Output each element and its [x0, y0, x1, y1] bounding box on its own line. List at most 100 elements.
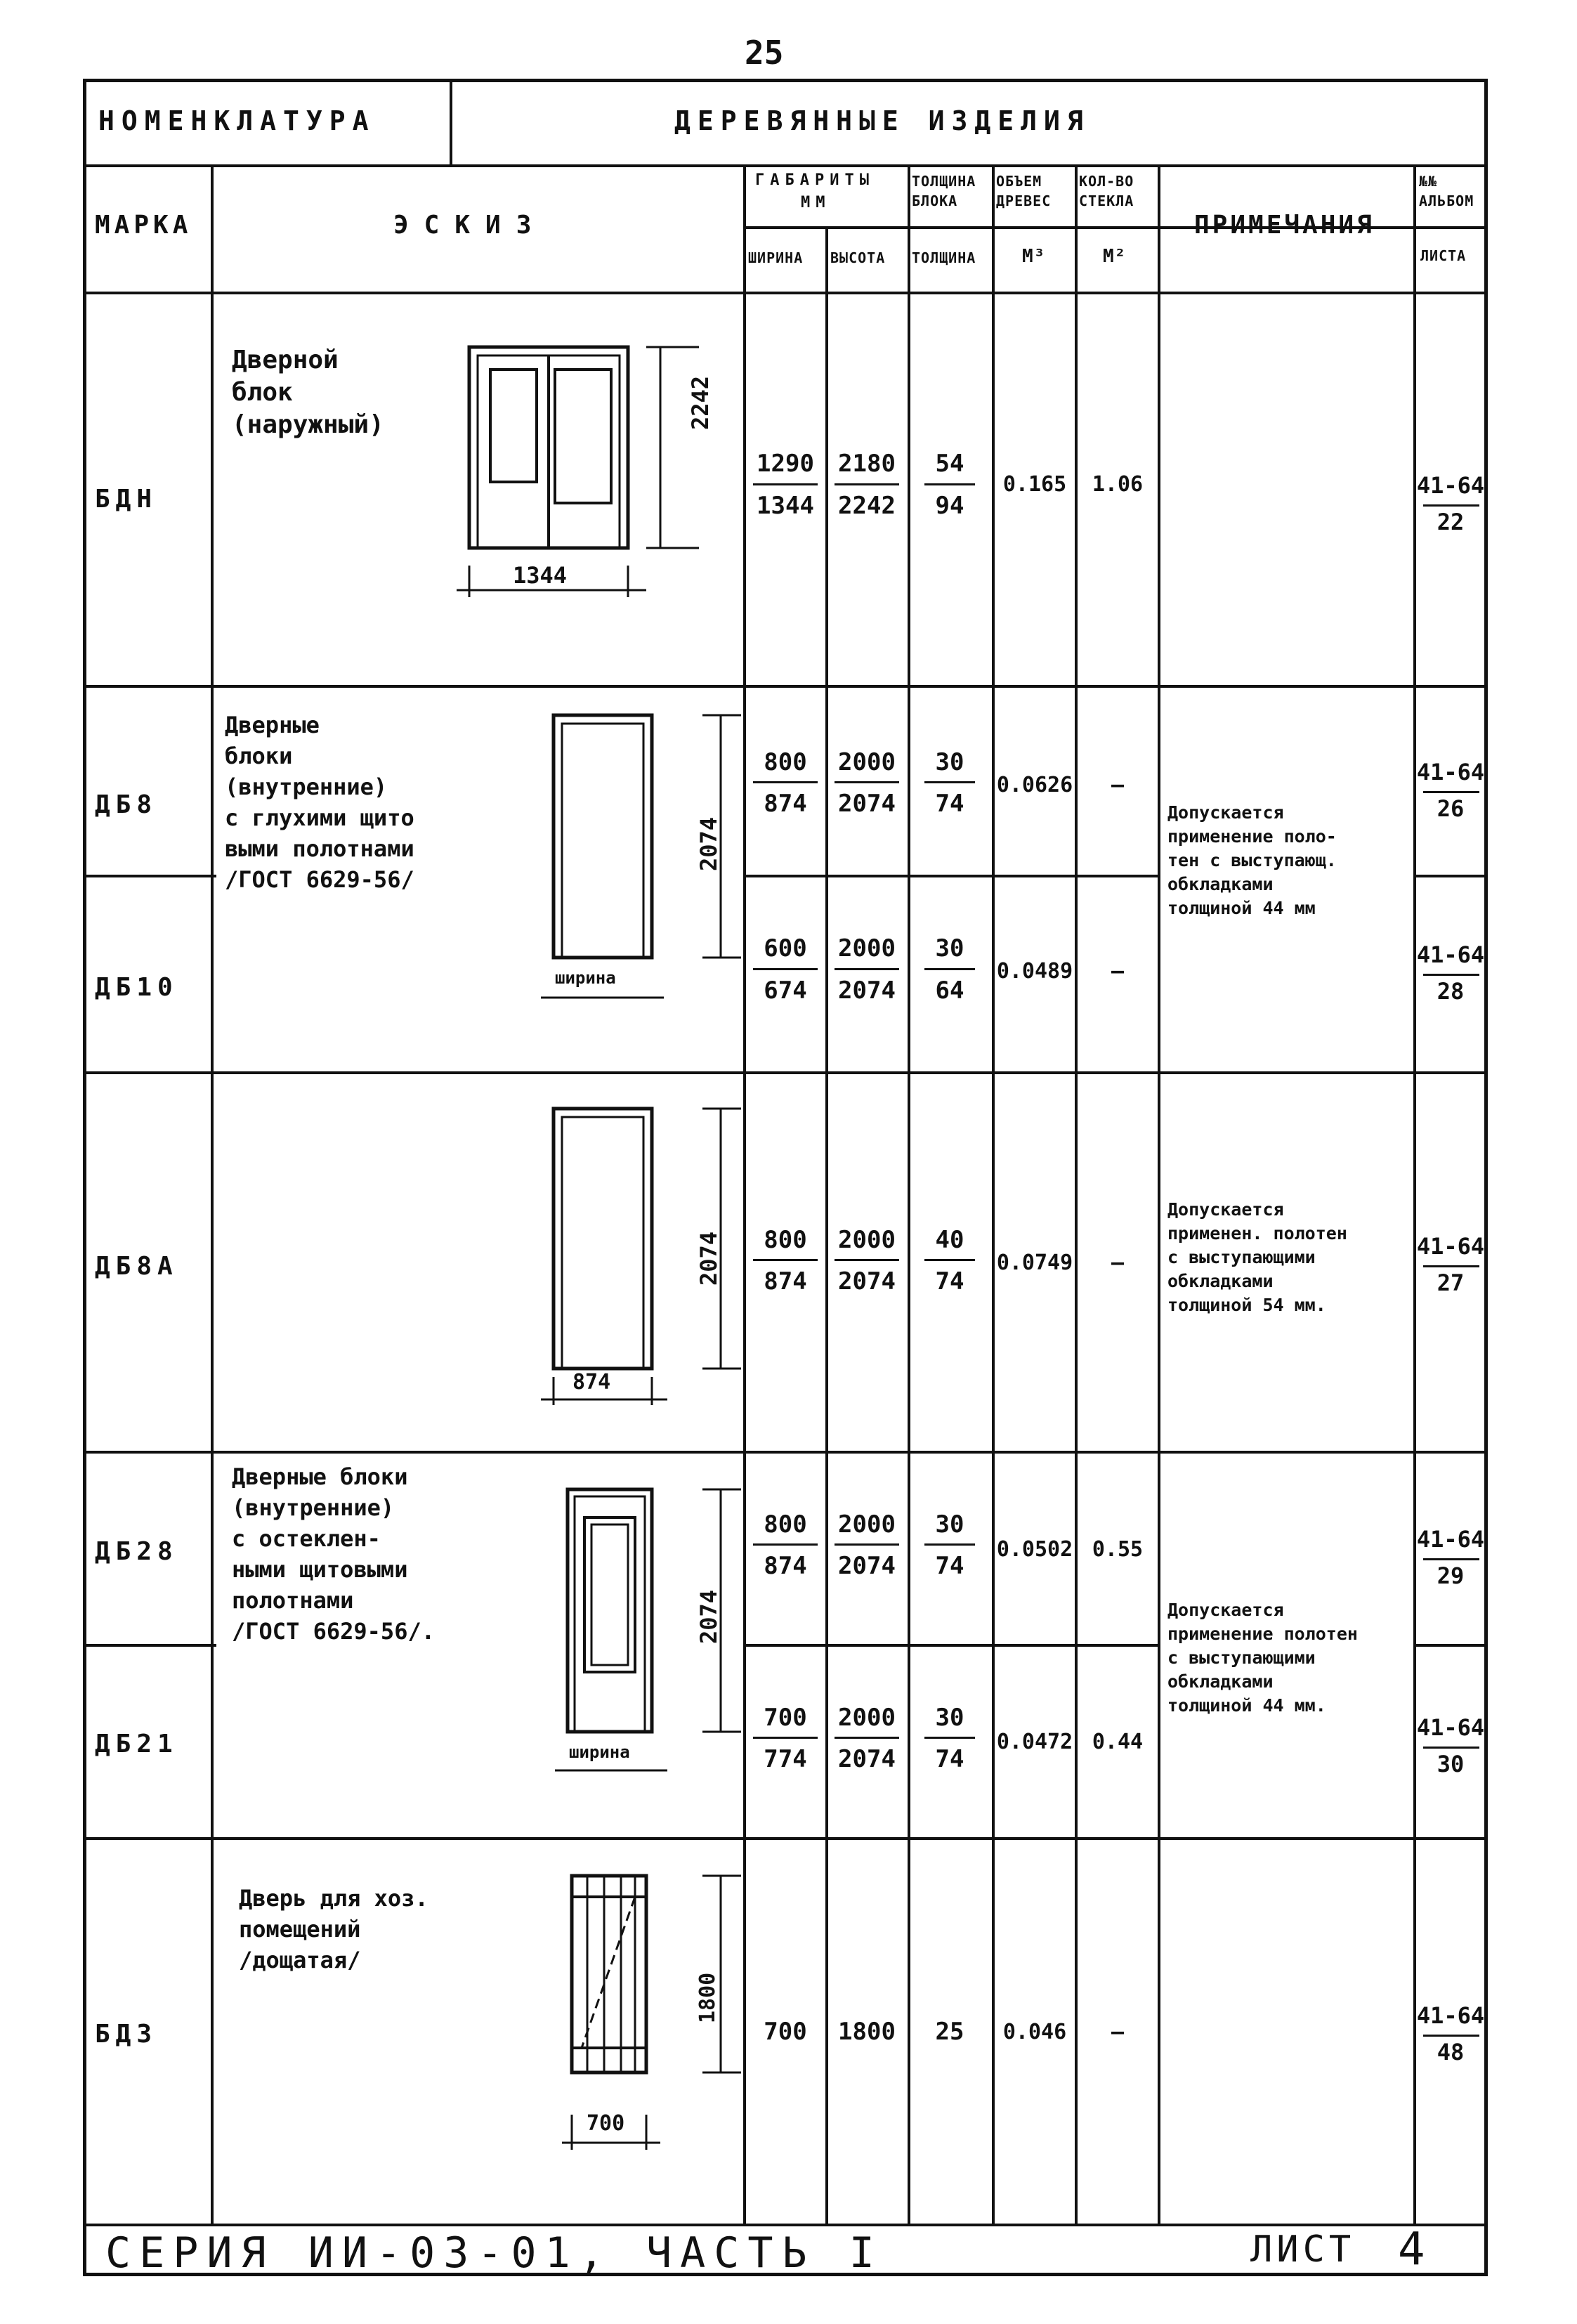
note-db8a: Допускается применен. полотен с выступаю… [1167, 1199, 1347, 1315]
thick-bottom: 74 [935, 1267, 964, 1295]
glass: — [1111, 1251, 1125, 1275]
fraction-line [924, 968, 975, 970]
volume: 0.0749 [996, 1251, 1073, 1275]
sketch-width-label: ширина [569, 1742, 630, 1762]
divider [83, 292, 1488, 294]
mark-bdn: БДН [95, 485, 158, 514]
note-db8-db10: Допускается применение поло- тен с высту… [1167, 802, 1337, 918]
album-top: 41-64 [1416, 759, 1485, 785]
sketch-label: Дверные блоки (внутренние) с глухими щит… [225, 712, 414, 893]
album-bottom: 29 [1437, 1562, 1465, 1589]
fraction-line [835, 1543, 899, 1546]
col-volume-unit: М³ [1022, 246, 1046, 267]
sketch-height: 1800 [695, 1972, 720, 2023]
sheet-number: 4 [1398, 2224, 1434, 2276]
width-bottom: 774 [764, 1745, 807, 1773]
fraction-line [1423, 504, 1479, 507]
divider [908, 164, 910, 2224]
fraction-line [835, 781, 899, 783]
divider [743, 164, 746, 2224]
height-top: 2000 [838, 1226, 896, 1254]
divider [992, 164, 995, 2224]
width-top: 800 [764, 1226, 807, 1254]
divider [743, 1644, 1158, 1647]
col-dimensions-unit: ММ [801, 194, 831, 211]
col-mark: МАРКА [95, 211, 192, 240]
fraction-line [753, 1543, 818, 1546]
sketch-label: Дверь для хоз. помещений /дощатая/ [239, 1885, 428, 1973]
volume: 0.0502 [996, 1537, 1073, 1562]
divider [83, 685, 1488, 688]
sketch-width-label: ширина [555, 968, 616, 988]
fraction-line [924, 483, 975, 485]
sketch-height: 2242 [687, 375, 714, 430]
glass: — [1111, 959, 1125, 984]
height-bottom: 2074 [838, 977, 896, 1005]
plank-door-sketch [562, 1874, 741, 2150]
nomenclature-label: НОМЕНКЛАТУРА [98, 105, 376, 136]
divider [743, 226, 1488, 229]
table-frame [83, 79, 1488, 2276]
mark-db21: ДБ21 [95, 1730, 178, 1758]
divider [450, 79, 452, 164]
col-height: ВЫСОТА [830, 249, 886, 266]
thick-bottom: 74 [935, 1745, 964, 1773]
col-glass-unit: М² [1103, 246, 1127, 267]
fraction-line [924, 1543, 975, 1546]
divider [1158, 164, 1160, 2224]
divider [1075, 164, 1078, 2224]
sheet-label: ЛИСТ [1250, 2228, 1356, 2271]
mark-db28: ДБ28 [95, 1537, 178, 1566]
divider [83, 2224, 1488, 2226]
width-bottom: 874 [764, 790, 807, 818]
album-bottom: 26 [1437, 795, 1465, 822]
fraction-line [835, 968, 899, 970]
divider [83, 1071, 1488, 1074]
fraction-line [1423, 1747, 1479, 1749]
album-top: 41-64 [1416, 472, 1485, 499]
fraction-line [924, 781, 975, 783]
album-bottom: 27 [1437, 1269, 1465, 1296]
fraction-line [1423, 1265, 1479, 1267]
fraction-line [753, 968, 818, 970]
thick-bottom: 64 [935, 977, 964, 1005]
col-width: ШИРИНА [748, 249, 804, 266]
width-top: 1290 [757, 450, 814, 478]
glass: — [1111, 773, 1125, 797]
door-blank-sketch [541, 713, 741, 999]
thick-top: 40 [935, 1226, 964, 1254]
glass: 0.55 [1092, 1537, 1144, 1562]
fraction-line [835, 1737, 899, 1739]
page-number: 25 [745, 34, 784, 72]
width-bottom: 674 [764, 977, 807, 1005]
fraction-line [835, 483, 899, 485]
col-notes: ПРИМЕЧАНИЯ [1194, 211, 1375, 240]
album-bottom: 22 [1437, 509, 1465, 535]
height-top: 2000 [838, 934, 896, 962]
height: 1800 [838, 2018, 896, 2046]
glass: 0.44 [1092, 1730, 1144, 1754]
width-bottom: 1344 [757, 492, 814, 520]
double-door-sketch [457, 345, 699, 597]
fraction-line [924, 1259, 975, 1261]
sketch-height: 2074 [695, 816, 722, 871]
fraction-line [1423, 791, 1479, 793]
sketch-label: Дверные блоки (внутренние) с остеклен- н… [232, 1463, 435, 1645]
fraction-line [1423, 2035, 1479, 2037]
thick-bottom: 94 [935, 492, 964, 520]
thick-top: 30 [935, 1704, 964, 1732]
height-bottom: 2074 [838, 1267, 896, 1295]
fraction-line [753, 781, 818, 783]
fraction-line [1423, 974, 1479, 976]
fraction-line [753, 1259, 818, 1261]
divider [83, 1837, 1488, 1840]
sketch-height: 2074 [695, 1589, 722, 1644]
sketch-height: 2074 [695, 1231, 722, 1286]
divider [83, 1451, 1488, 1454]
mark-bdz: БДЗ [95, 2020, 158, 2049]
height-top: 2000 [838, 748, 896, 776]
sketch-width: 874 [572, 1370, 611, 1395]
height-bottom: 2074 [838, 1552, 896, 1580]
fraction-line [1423, 1558, 1479, 1560]
height-bottom: 2074 [838, 1745, 896, 1773]
